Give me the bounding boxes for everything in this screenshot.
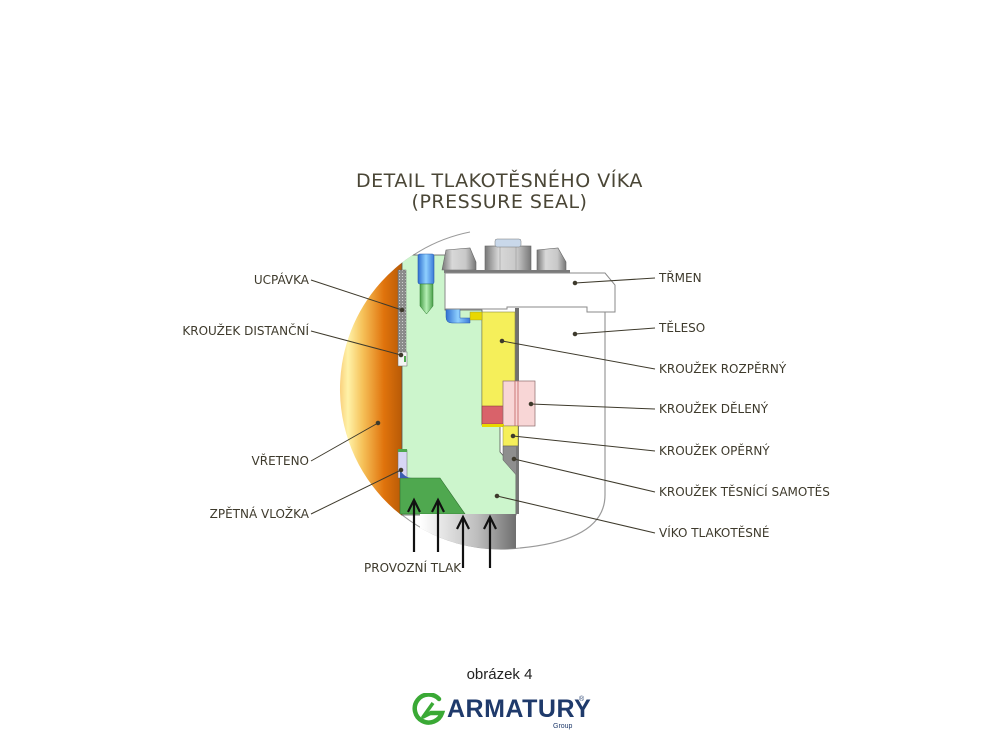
blue-ring — [445, 307, 471, 324]
body-bottom — [420, 514, 516, 554]
body-outline — [519, 310, 606, 549]
spacer-ring — [397, 351, 408, 367]
back-seat-top — [398, 449, 407, 452]
logo-name: ARMATURY — [447, 695, 592, 723]
label-teleso: TĚLESO — [658, 320, 705, 335]
split-ring-red — [481, 405, 505, 425]
nuts — [441, 238, 570, 273]
label-viko: VÍKO TLAKOTĚSNÉ — [659, 525, 769, 540]
pressure-arrows — [407, 497, 497, 568]
label-trmen: TŘMEN — [658, 270, 702, 285]
label-zpetna-vlozka: ZPĚTNÁ VLOŽKA — [210, 506, 310, 521]
label-provozni-tlak: PROVOZNÍ TLAK — [364, 560, 462, 575]
yoke — [444, 272, 616, 313]
label-krouzek-operny: KROUŽEK OPĚRNÝ — [659, 443, 770, 458]
leader-lines — [310, 277, 656, 534]
back-seat-blue — [400, 470, 412, 478]
logo-registered: ® — [579, 696, 585, 703]
label-krouzek-deleny: KROUŽEK DĚLENÝ — [659, 401, 769, 416]
spacer-ring-bottom — [482, 424, 504, 427]
stud-green-bolt — [419, 283, 434, 315]
stem — [339, 240, 402, 555]
spacer-ring-detail — [404, 356, 406, 362]
diagram-subtitle: (PRESSURE SEAL) — [411, 191, 588, 213]
label-krouzek-distancni: KROUŽEK DISTANČNÍ — [182, 323, 309, 338]
label-vreteno: VŘETENO — [252, 453, 309, 468]
seal-edge — [516, 446, 519, 514]
stud — [417, 253, 435, 285]
armatury-logo: ARMATURY ® Group — [411, 693, 591, 737]
spacer-ring-top — [469, 311, 483, 321]
diagram-title: DETAIL TLAKOTĚSNÉHO VÍKA — [356, 170, 643, 192]
label-krouzek-rozperny: KROUŽEK ROZPĚRNÝ — [659, 361, 787, 376]
armatury-logo-icon — [412, 693, 446, 725]
logo-group: Group — [553, 723, 573, 730]
figure-caption: obrázek 4 — [466, 666, 533, 683]
label-ucpavka: UCPÁVKA — [254, 272, 310, 287]
label-krouzek-tesnici: KROUŽEK TĚSNÍCÍ SAMOTĚS — [659, 484, 830, 499]
